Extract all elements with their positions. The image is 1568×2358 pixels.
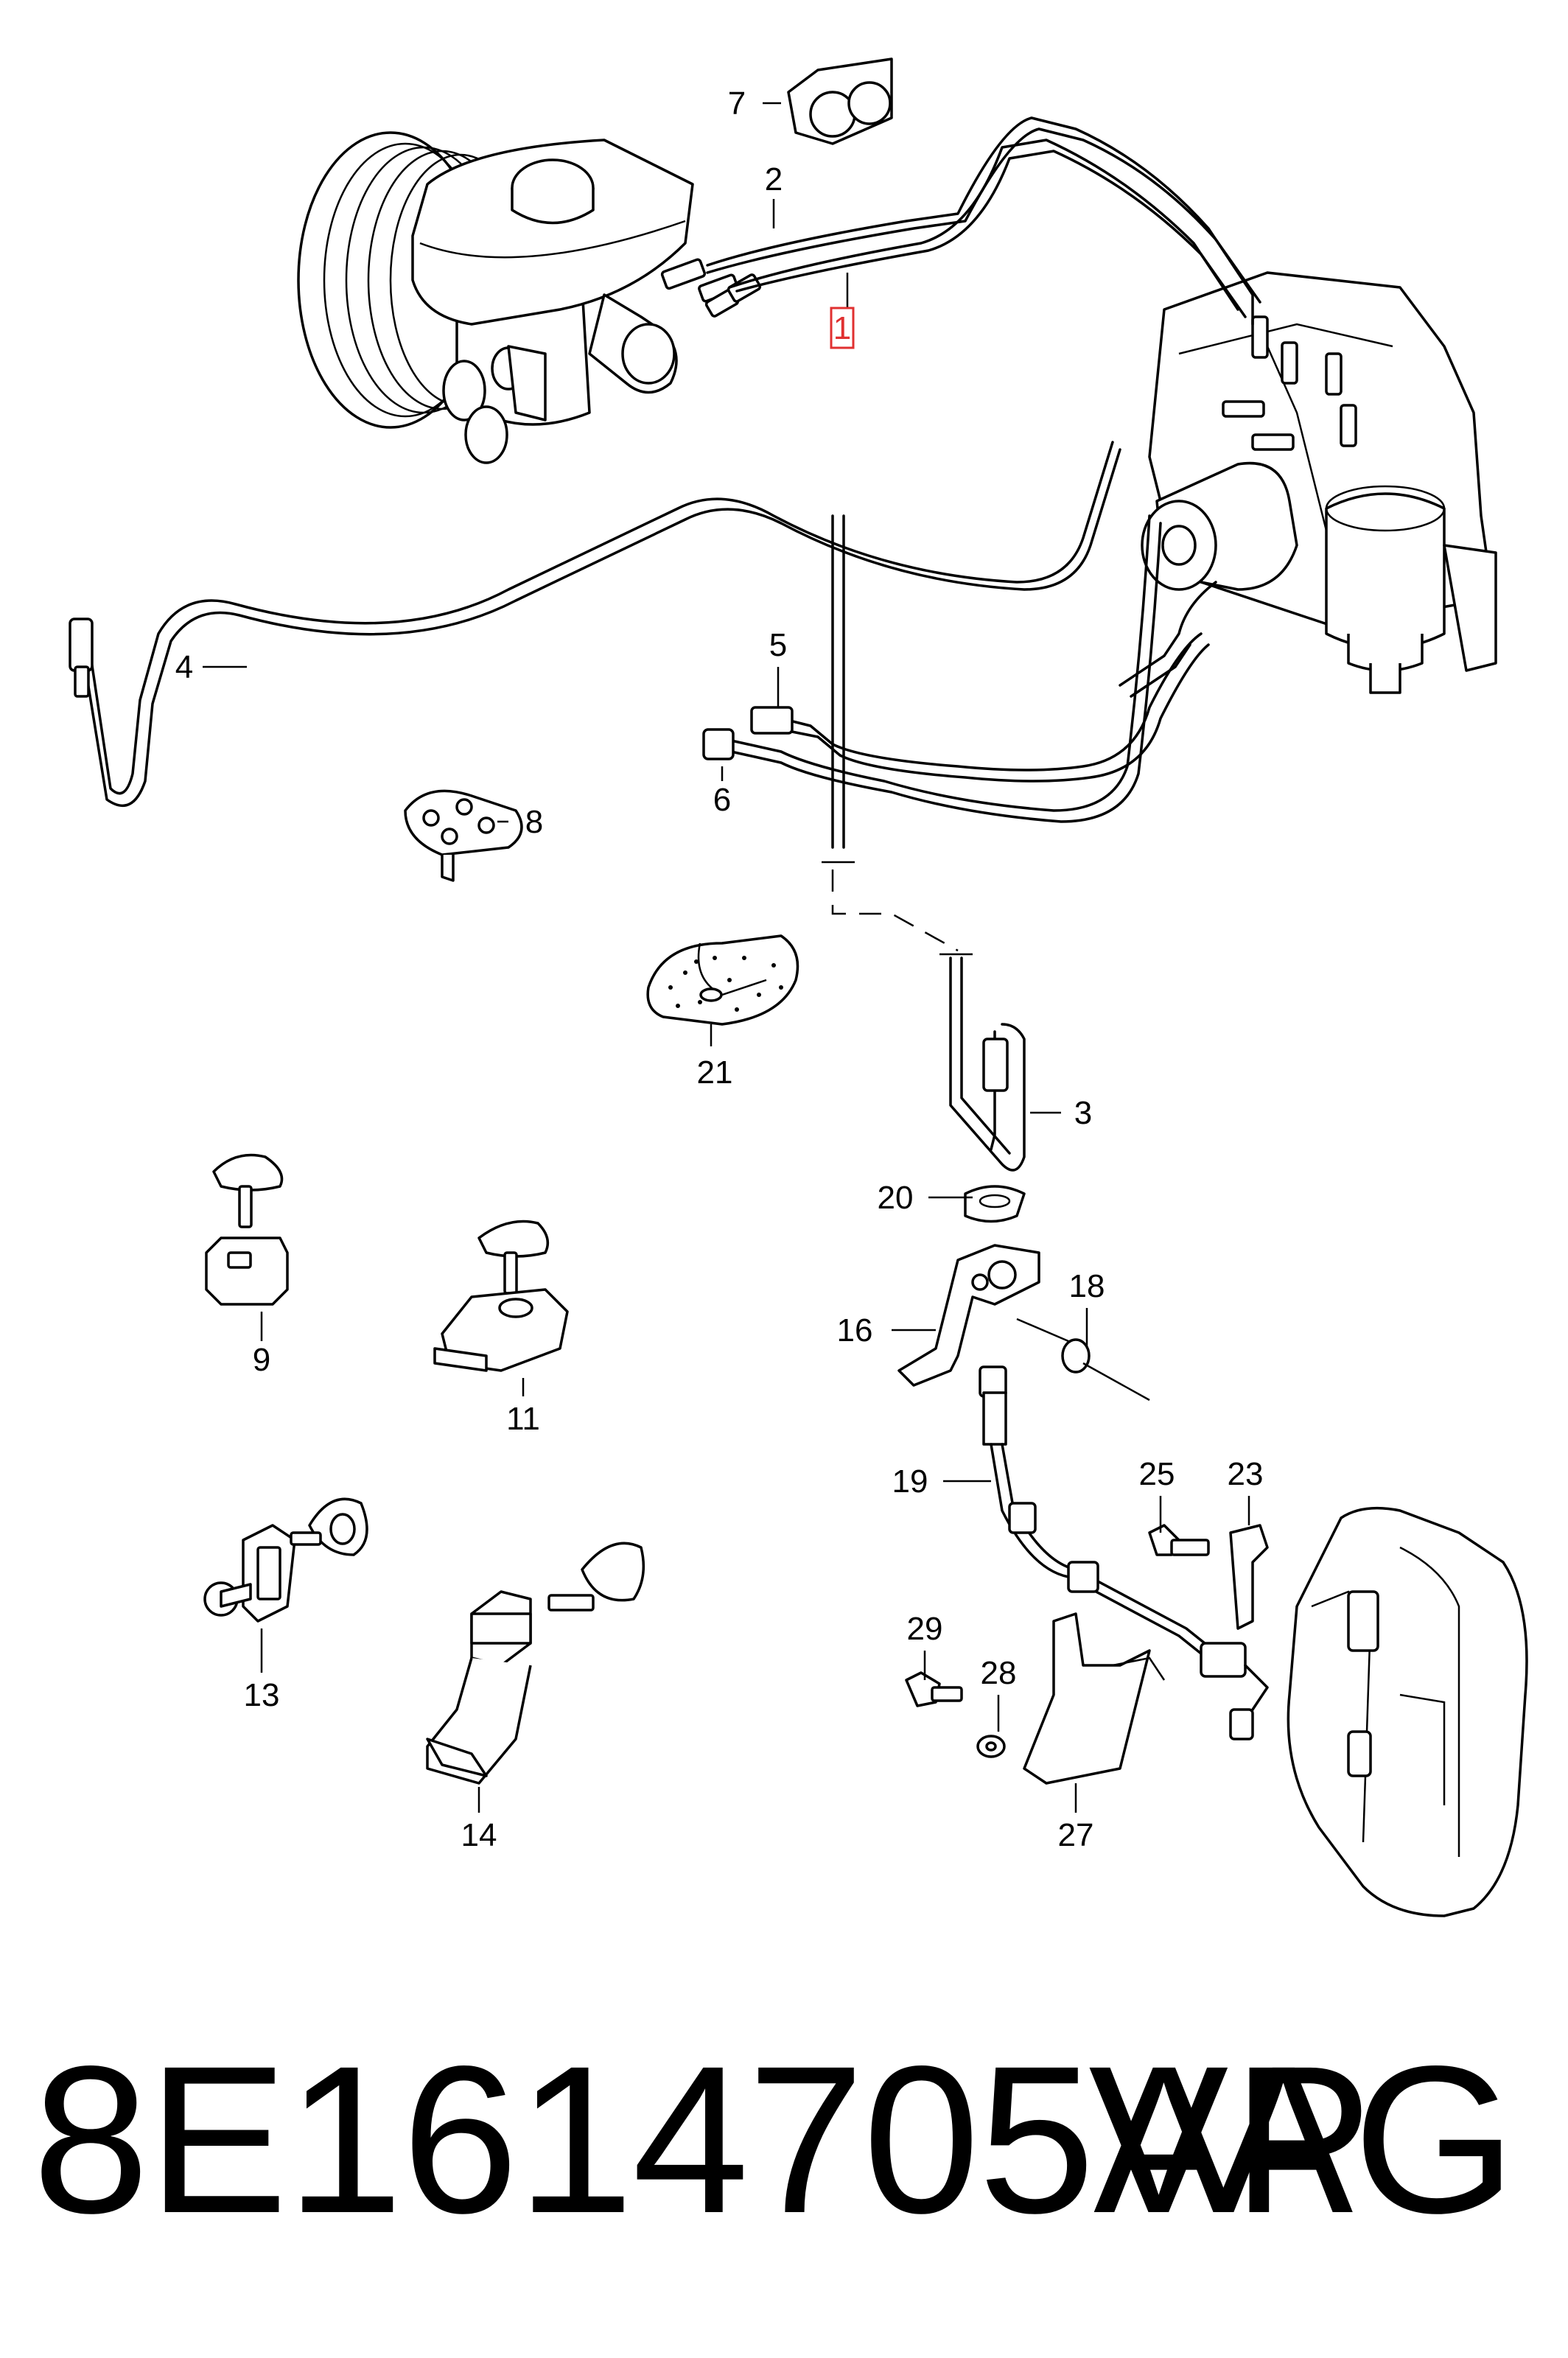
callout-2[interactable]: 2 bbox=[765, 161, 783, 197]
callout-4[interactable]: 4 bbox=[175, 649, 193, 685]
part-18-rivet bbox=[1016, 1318, 1150, 1402]
part-9-clip bbox=[205, 1153, 289, 1306]
callout-7[interactable]: 7 bbox=[728, 85, 746, 122]
part-number: 8E1614705AP bbox=[32, 2023, 1372, 2257]
part-13-clip bbox=[203, 1497, 368, 1623]
part-11-clip bbox=[433, 1220, 569, 1372]
callout-8[interactable]: 8 bbox=[525, 804, 543, 840]
callout-16[interactable]: 16 bbox=[837, 1312, 873, 1348]
part-29-bolt bbox=[905, 1671, 963, 1707]
callout-21[interactable]: 21 bbox=[697, 1054, 733, 1091]
callout-1-highlight-box bbox=[830, 307, 855, 349]
callouts: 1 2 3 4 5 6 7 8 9 11 13 14 16 18 19 20 2… bbox=[175, 85, 1264, 1853]
callout-29[interactable]: 29 bbox=[907, 1611, 943, 1647]
part-28-washer bbox=[976, 1735, 1006, 1758]
callout-27[interactable]: 27 bbox=[1058, 1817, 1094, 1853]
callout-14[interactable]: 14 bbox=[461, 1817, 497, 1853]
part-14-bracket bbox=[426, 1542, 645, 1785]
callout-13[interactable]: 13 bbox=[244, 1677, 280, 1713]
brand-label: VAG bbox=[1088, 2023, 1516, 2257]
callout-1[interactable]: 1 bbox=[833, 310, 851, 346]
part-20-clip bbox=[964, 1185, 1026, 1223]
brake-lines bbox=[80, 116, 1261, 1172]
part-25-bolt bbox=[1148, 1524, 1210, 1556]
callout-11[interactable]: 11 bbox=[506, 1401, 540, 1437]
callout-6[interactable]: 6 bbox=[713, 782, 731, 818]
callout-5[interactable]: 5 bbox=[769, 627, 787, 663]
callout-25[interactable]: 25 bbox=[1139, 1456, 1175, 1492]
brake-caliper bbox=[1287, 1506, 1528, 1917]
part-21-pad bbox=[646, 934, 799, 1026]
part-27-bracket bbox=[1023, 1612, 1166, 1785]
callout-18[interactable]: 18 bbox=[1069, 1268, 1105, 1304]
part-23-bracket bbox=[1229, 1524, 1269, 1630]
part-7-bracket bbox=[787, 57, 893, 145]
abs-hydraulic-unit bbox=[1141, 271, 1497, 694]
part-16-bracket bbox=[897, 1244, 1040, 1387]
line-fittings bbox=[69, 618, 1009, 1092]
callout-9[interactable]: 9 bbox=[253, 1342, 270, 1378]
callout-3[interactable]: 3 bbox=[1074, 1095, 1092, 1131]
callout-20[interactable]: 20 bbox=[878, 1180, 914, 1216]
callout-23[interactable]: 23 bbox=[1228, 1456, 1264, 1492]
part-8-holder bbox=[404, 789, 523, 882]
callout-28[interactable]: 28 bbox=[981, 1655, 1017, 1691]
part-19-hose bbox=[979, 1365, 1269, 1740]
callout-19[interactable]: 19 bbox=[892, 1463, 928, 1500]
master-cylinder-reservoir bbox=[411, 139, 694, 421]
brake-line-diagram: 1 2 3 4 5 6 7 8 9 11 13 14 16 18 19 20 2… bbox=[69, 57, 1528, 1917]
